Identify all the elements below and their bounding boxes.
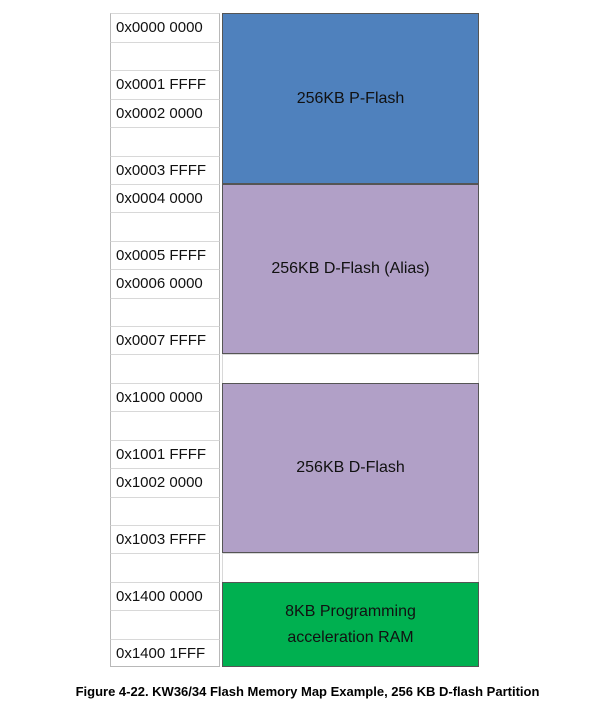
address-row <box>110 127 220 156</box>
address-label: 0x1400 1FFF <box>116 645 206 662</box>
address-label: 0x1000 0000 <box>116 389 203 406</box>
region-label: 256KB D-Flash (Alias) <box>271 260 430 277</box>
address-label: 0x0004 0000 <box>116 190 203 207</box>
address-label: 0x0002 0000 <box>116 105 203 122</box>
address-label: 0x0001 FFFF <box>116 76 207 93</box>
address-row: 0x1000 0000 <box>110 383 220 411</box>
region-label-line1: 8KB Programming <box>285 602 416 620</box>
address-row: 0x0007 FFFF <box>110 326 220 354</box>
region-label-line2: acceleration RAM <box>287 628 414 646</box>
address-row: 0x1400 0000 <box>110 582 220 610</box>
region-d-flash: 256KB D-Flash <box>222 383 479 553</box>
address-label: 0x1400 0000 <box>116 588 203 605</box>
address-row: 0x0004 0000 <box>110 184 220 212</box>
region-label: 256KB P-Flash <box>296 89 405 107</box>
address-row <box>110 354 220 383</box>
address-label: 0x0006 0000 <box>116 275 203 292</box>
address-row: 0x0002 0000 <box>110 99 220 127</box>
region-label: 256KB D-Flash <box>296 459 405 476</box>
address-row <box>110 610 220 639</box>
address-row <box>110 411 220 440</box>
address-row <box>110 553 220 582</box>
address-row <box>110 298 220 326</box>
address-row: 0x1003 FFFF <box>110 525 220 553</box>
gap-cell <box>222 553 479 582</box>
address-row <box>110 42 220 70</box>
memory-map-diagram: 0x0000 0000 0x0001 FFFF 0x0002 0000 0x00… <box>110 13 479 667</box>
address-row: 0x0003 FFFF <box>110 156 220 184</box>
address-label: 0x0005 FFFF <box>116 247 207 264</box>
region-programming-acceleration-ram: 8KB Programming acceleration RAM <box>222 582 479 667</box>
address-label: 0x0000 0000 <box>116 19 203 36</box>
address-row: 0x0006 0000 <box>110 269 220 298</box>
region-d-flash-alias: 256KB D-Flash (Alias) <box>222 184 479 354</box>
address-row: 0x0001 FFFF <box>110 70 220 99</box>
address-row: 0x0000 0000 <box>110 13 220 42</box>
address-row <box>110 212 220 241</box>
address-row: 0x1400 1FFF <box>110 639 220 667</box>
address-row: 0x1001 FFFF <box>110 440 220 468</box>
gap-cell <box>222 354 479 383</box>
address-row: 0x1002 0000 <box>110 468 220 497</box>
address-label: 0x1003 FFFF <box>116 531 207 548</box>
figure-caption: Figure 4-22. KW36/34 Flash Memory Map Ex… <box>75 684 540 699</box>
address-label: 0x0003 FFFF <box>116 162 207 179</box>
address-label: 0x1002 0000 <box>116 474 203 491</box>
address-row: 0x0005 FFFF <box>110 241 220 269</box>
address-label: 0x0007 FFFF <box>116 332 207 349</box>
region-p-flash: 256KB P-Flash <box>222 13 479 184</box>
address-label: 0x1001 FFFF <box>116 446 207 463</box>
address-row <box>110 497 220 525</box>
